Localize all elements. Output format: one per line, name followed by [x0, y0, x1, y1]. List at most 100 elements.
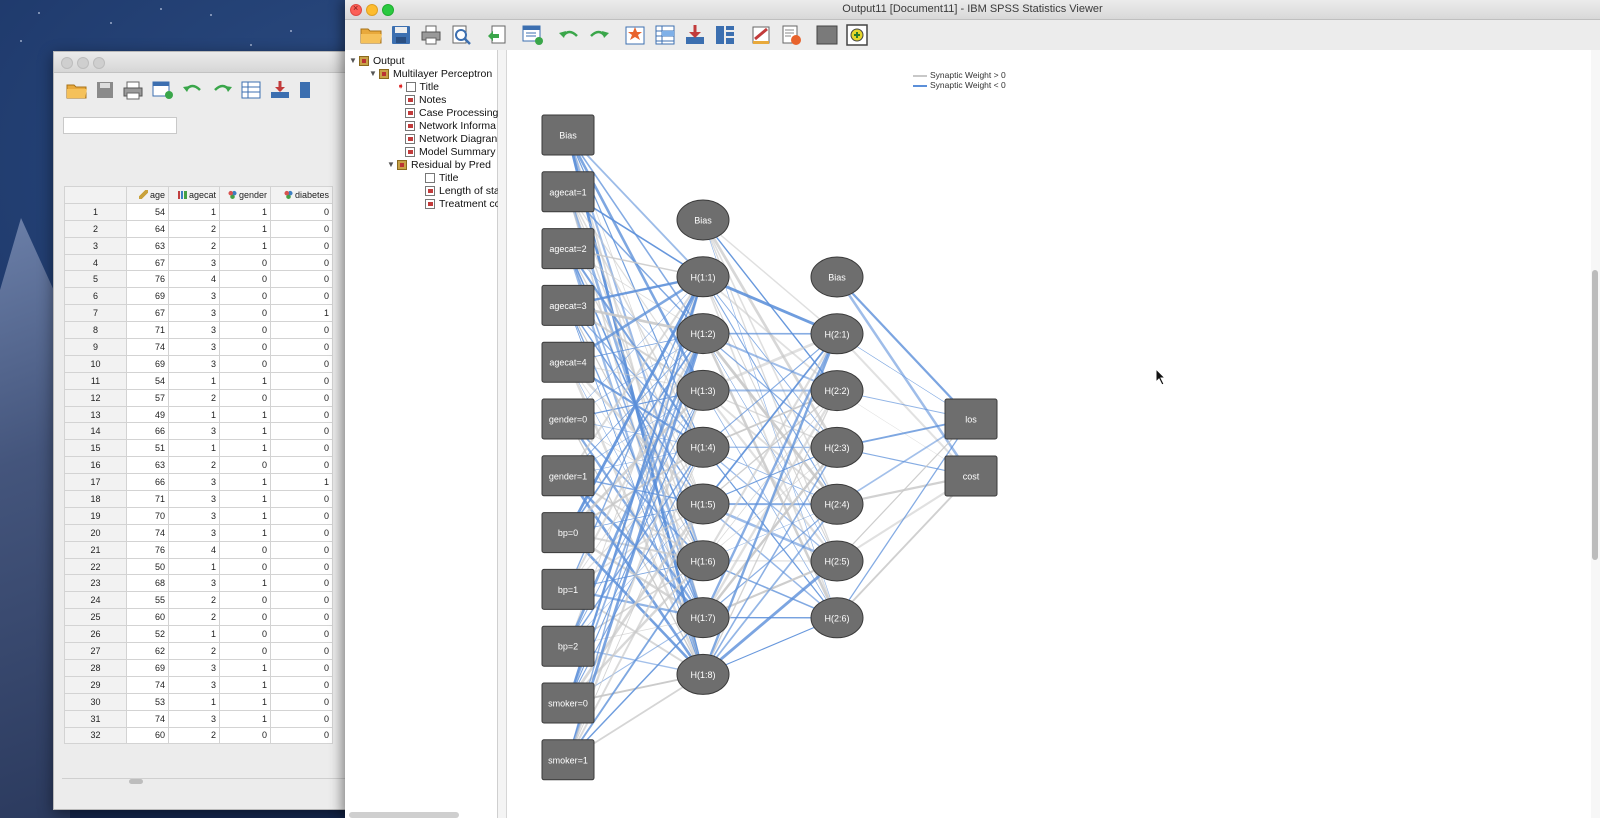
data-cell[interactable]: 0: [270, 439, 333, 458]
data-cell[interactable]: 1: [219, 709, 271, 728]
save-button[interactable]: [389, 23, 413, 47]
outline-item-network-information[interactable]: Network Informa: [405, 119, 496, 132]
data-cell[interactable]: 0: [270, 253, 333, 272]
data-cell[interactable]: 3: [168, 253, 220, 272]
data-cell[interactable]: 3: [168, 304, 220, 323]
data-cell[interactable]: 0: [219, 540, 271, 559]
data-cell[interactable]: 0: [270, 608, 333, 627]
cell-editor-bar[interactable]: [63, 117, 177, 134]
data-cell[interactable]: 4: [168, 270, 220, 289]
row-number[interactable]: 24: [64, 591, 127, 610]
data-cell[interactable]: 2: [168, 642, 220, 660]
input-node[interactable]: Bias: [541, 114, 595, 156]
insert-output-button[interactable]: [845, 23, 869, 47]
data-cell[interactable]: 1: [168, 405, 220, 424]
row-number[interactable]: 14: [64, 422, 127, 441]
row-number[interactable]: 7: [64, 304, 127, 323]
data-cell[interactable]: 0: [270, 523, 333, 542]
data-cell[interactable]: 3: [168, 574, 220, 593]
outline-output[interactable]: ▼Output: [349, 54, 405, 67]
show-all-button[interactable]: [815, 23, 839, 47]
redo-icon[interactable]: [211, 80, 233, 100]
outline-item-title[interactable]: ➧Title: [397, 80, 439, 93]
data-cell[interactable]: 1: [219, 574, 271, 593]
hidden2-node[interactable]: Bias: [810, 256, 864, 298]
data-cell[interactable]: 0: [270, 658, 333, 677]
input-node[interactable]: agecat=2: [541, 228, 595, 270]
data-cell[interactable]: 71: [126, 321, 169, 340]
data-cell[interactable]: 3: [168, 473, 220, 492]
data-cell[interactable]: 0: [219, 642, 271, 660]
data-cell[interactable]: 0: [219, 388, 271, 407]
data-cell[interactable]: 3: [168, 490, 220, 508]
data-cell[interactable]: 74: [126, 523, 169, 542]
network-diagram[interactable]: Biasagecat=1agecat=2agecat=3agecat=4gend…: [507, 50, 1587, 818]
data-cell[interactable]: 55: [126, 591, 169, 610]
redo-button[interactable]: [587, 23, 611, 47]
outline-horizontal-scrollbar[interactable]: [349, 812, 459, 818]
data-cell[interactable]: 68: [126, 574, 169, 593]
row-number[interactable]: 26: [64, 625, 127, 644]
insert-cases-icon[interactable]: [269, 80, 291, 100]
output-node[interactable]: cost: [944, 455, 998, 497]
column-header-gender[interactable]: gender: [219, 186, 271, 204]
data-cell[interactable]: 1: [168, 692, 220, 711]
data-cell[interactable]: 1: [219, 202, 271, 221]
data-editor-titlebar[interactable]: [54, 52, 354, 73]
hidden1-node[interactable]: H(1:3): [676, 369, 730, 411]
row-number[interactable]: 3: [64, 236, 127, 255]
data-cell[interactable]: 0: [219, 304, 271, 323]
data-cell[interactable]: 0: [270, 354, 333, 373]
hidden2-node[interactable]: H(2:4): [810, 483, 864, 525]
horizontal-scrollbar[interactable]: [129, 779, 143, 784]
row-number[interactable]: 29: [64, 675, 127, 694]
outline-item-model-summary[interactable]: Model Summary: [405, 145, 495, 158]
data-cell[interactable]: 66: [126, 422, 169, 441]
row-number[interactable]: 25: [64, 608, 127, 627]
undo-button[interactable]: [557, 23, 581, 47]
data-cell[interactable]: 1: [219, 371, 271, 390]
data-cell[interactable]: 0: [270, 338, 333, 356]
data-cell[interactable]: 64: [126, 219, 169, 238]
data-cell[interactable]: 3: [168, 709, 220, 728]
data-cell[interactable]: 1: [219, 506, 271, 525]
input-node[interactable]: agecat=3: [541, 284, 595, 326]
outline-sub-title[interactable]: Title: [425, 171, 458, 184]
data-cell[interactable]: 69: [126, 287, 169, 306]
data-cell[interactable]: 1: [219, 523, 271, 542]
data-cell[interactable]: 76: [126, 540, 169, 559]
input-node[interactable]: agecat=4: [541, 341, 595, 383]
data-cell[interactable]: 0: [219, 456, 271, 475]
input-node[interactable]: bp=0: [541, 512, 595, 554]
close-button[interactable]: ×: [350, 3, 362, 16]
hidden1-node[interactable]: Bias: [676, 199, 730, 241]
row-number[interactable]: 18: [64, 490, 127, 508]
outline-multilayer-perceptron[interactable]: ▼Multilayer Perceptron: [369, 67, 493, 80]
data-cell[interactable]: 2: [168, 219, 220, 238]
data-cell[interactable]: 54: [126, 371, 169, 390]
data-cell[interactable]: 0: [270, 675, 333, 694]
data-cell[interactable]: 1: [219, 675, 271, 694]
data-cell[interactable]: 0: [219, 321, 271, 340]
row-number[interactable]: 9: [64, 338, 127, 356]
outline-sub-treatment-cost[interactable]: Treatment co: [425, 197, 500, 210]
print-preview-button[interactable]: [449, 23, 473, 47]
row-number[interactable]: 22: [64, 557, 127, 576]
data-cell[interactable]: 53: [126, 692, 169, 711]
data-cell[interactable]: 0: [219, 625, 271, 644]
scroll-thumb[interactable]: [1592, 270, 1598, 560]
disclosure-triangle-icon[interactable]: ▼: [349, 56, 357, 65]
